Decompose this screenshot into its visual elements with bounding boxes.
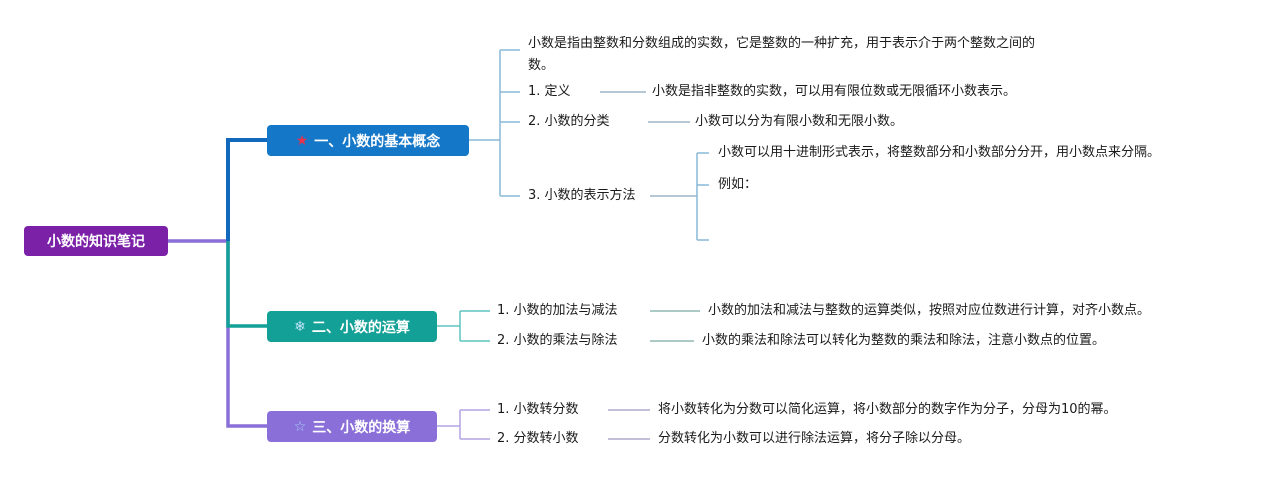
branch2-detail-multiply-divide[interactable]: 小数的乘法和除法可以转化为整数的乘法和除法，注意小数点的位置。 (702, 333, 1106, 348)
branch1-detail-representation-2[interactable]: 例如： (718, 177, 758, 192)
root-topic-label: 小数的知识笔记 (47, 234, 145, 250)
branch1-subtopic-classification[interactable]: 2. 小数的分类 (528, 114, 610, 129)
branch3-subtopic-fraction-to-decimal[interactable]: 2. 分数转小数 (497, 431, 579, 446)
branch3-subtopic-decimal-to-fraction[interactable]: 1. 小数转分数 (497, 402, 579, 417)
branch-topic-label: 三、小数的换算 (312, 419, 411, 436)
branch-topic-operations[interactable]: ❄ 二、小数的运算 (267, 311, 437, 342)
branch2-detail-connectors (650, 310, 700, 342)
branch2-detail-add-subtract[interactable]: 小数的加法和减法与整数的运算类似，按照对应位数进行计算，对齐小数点。 (708, 303, 1151, 318)
branch-topic-label: 二、小数的运算 (311, 319, 410, 336)
branch1-detail-definition[interactable]: 小数是指非整数的实数，可以用有限位数或无限循环小数表示。 (652, 84, 1017, 99)
branch1-subtopic-bracket (696, 152, 709, 241)
branch1-detail-classification[interactable]: 小数可以分为有限小数和无限小数。 (695, 114, 904, 129)
trunk-branch3-connector (168, 239, 267, 428)
branch-topic-basic-concepts[interactable]: ★ 一、小数的基本概念 (267, 125, 469, 156)
root-topic[interactable]: 小数的知识笔记 (24, 226, 168, 256)
red-marker-icon: ★ (295, 132, 309, 149)
branch2-subtopic-multiply-divide[interactable]: 2. 小数的乘法与除法 (497, 333, 618, 348)
branch3-children-bracket (437, 409, 490, 440)
branch1-detail-representation-1[interactable]: 小数可以用十进制形式表示，将整数部分和小数部分分开，用小数点来分隔。 (718, 145, 1161, 160)
snowflake-icon: ❄ (294, 318, 306, 335)
branch2-subtopic-add-subtract[interactable]: 1. 小数的加法与减法 (497, 303, 618, 318)
branch-topic-conversion[interactable]: ☆ 三、小数的换算 (267, 411, 437, 442)
branch3-detail-decimal-to-fraction[interactable]: 将小数转化为分数可以简化运算，将小数部分的数字作为分子，分母为10的幂。 (658, 402, 1117, 417)
branch2-children-bracket (437, 310, 490, 342)
branch1-note-topic[interactable]: 小数是指由整数和分数组成的实数，它是整数的一种扩充，用于表示介于两个整数之间的数… (528, 36, 1036, 73)
branch1-subtopic-definition[interactable]: 1. 定义 (528, 84, 571, 99)
trunk-branch1-connector (226, 138, 267, 241)
branch3-detail-connectors (608, 409, 650, 440)
branch1-detail-connectors (600, 91, 697, 197)
branch-topic-label: 一、小数的基本概念 (314, 133, 441, 150)
branch1-children-bracket (469, 49, 520, 197)
star-icon: ☆ (293, 418, 307, 435)
branch3-detail-fraction-to-decimal[interactable]: 分数转化为小数可以进行除法运算，将分子除以分母。 (658, 431, 971, 446)
branch1-subtopic-representation[interactable]: 3. 小数的表示方法 (528, 188, 636, 203)
trunk-branch2-connector (226, 241, 267, 328)
